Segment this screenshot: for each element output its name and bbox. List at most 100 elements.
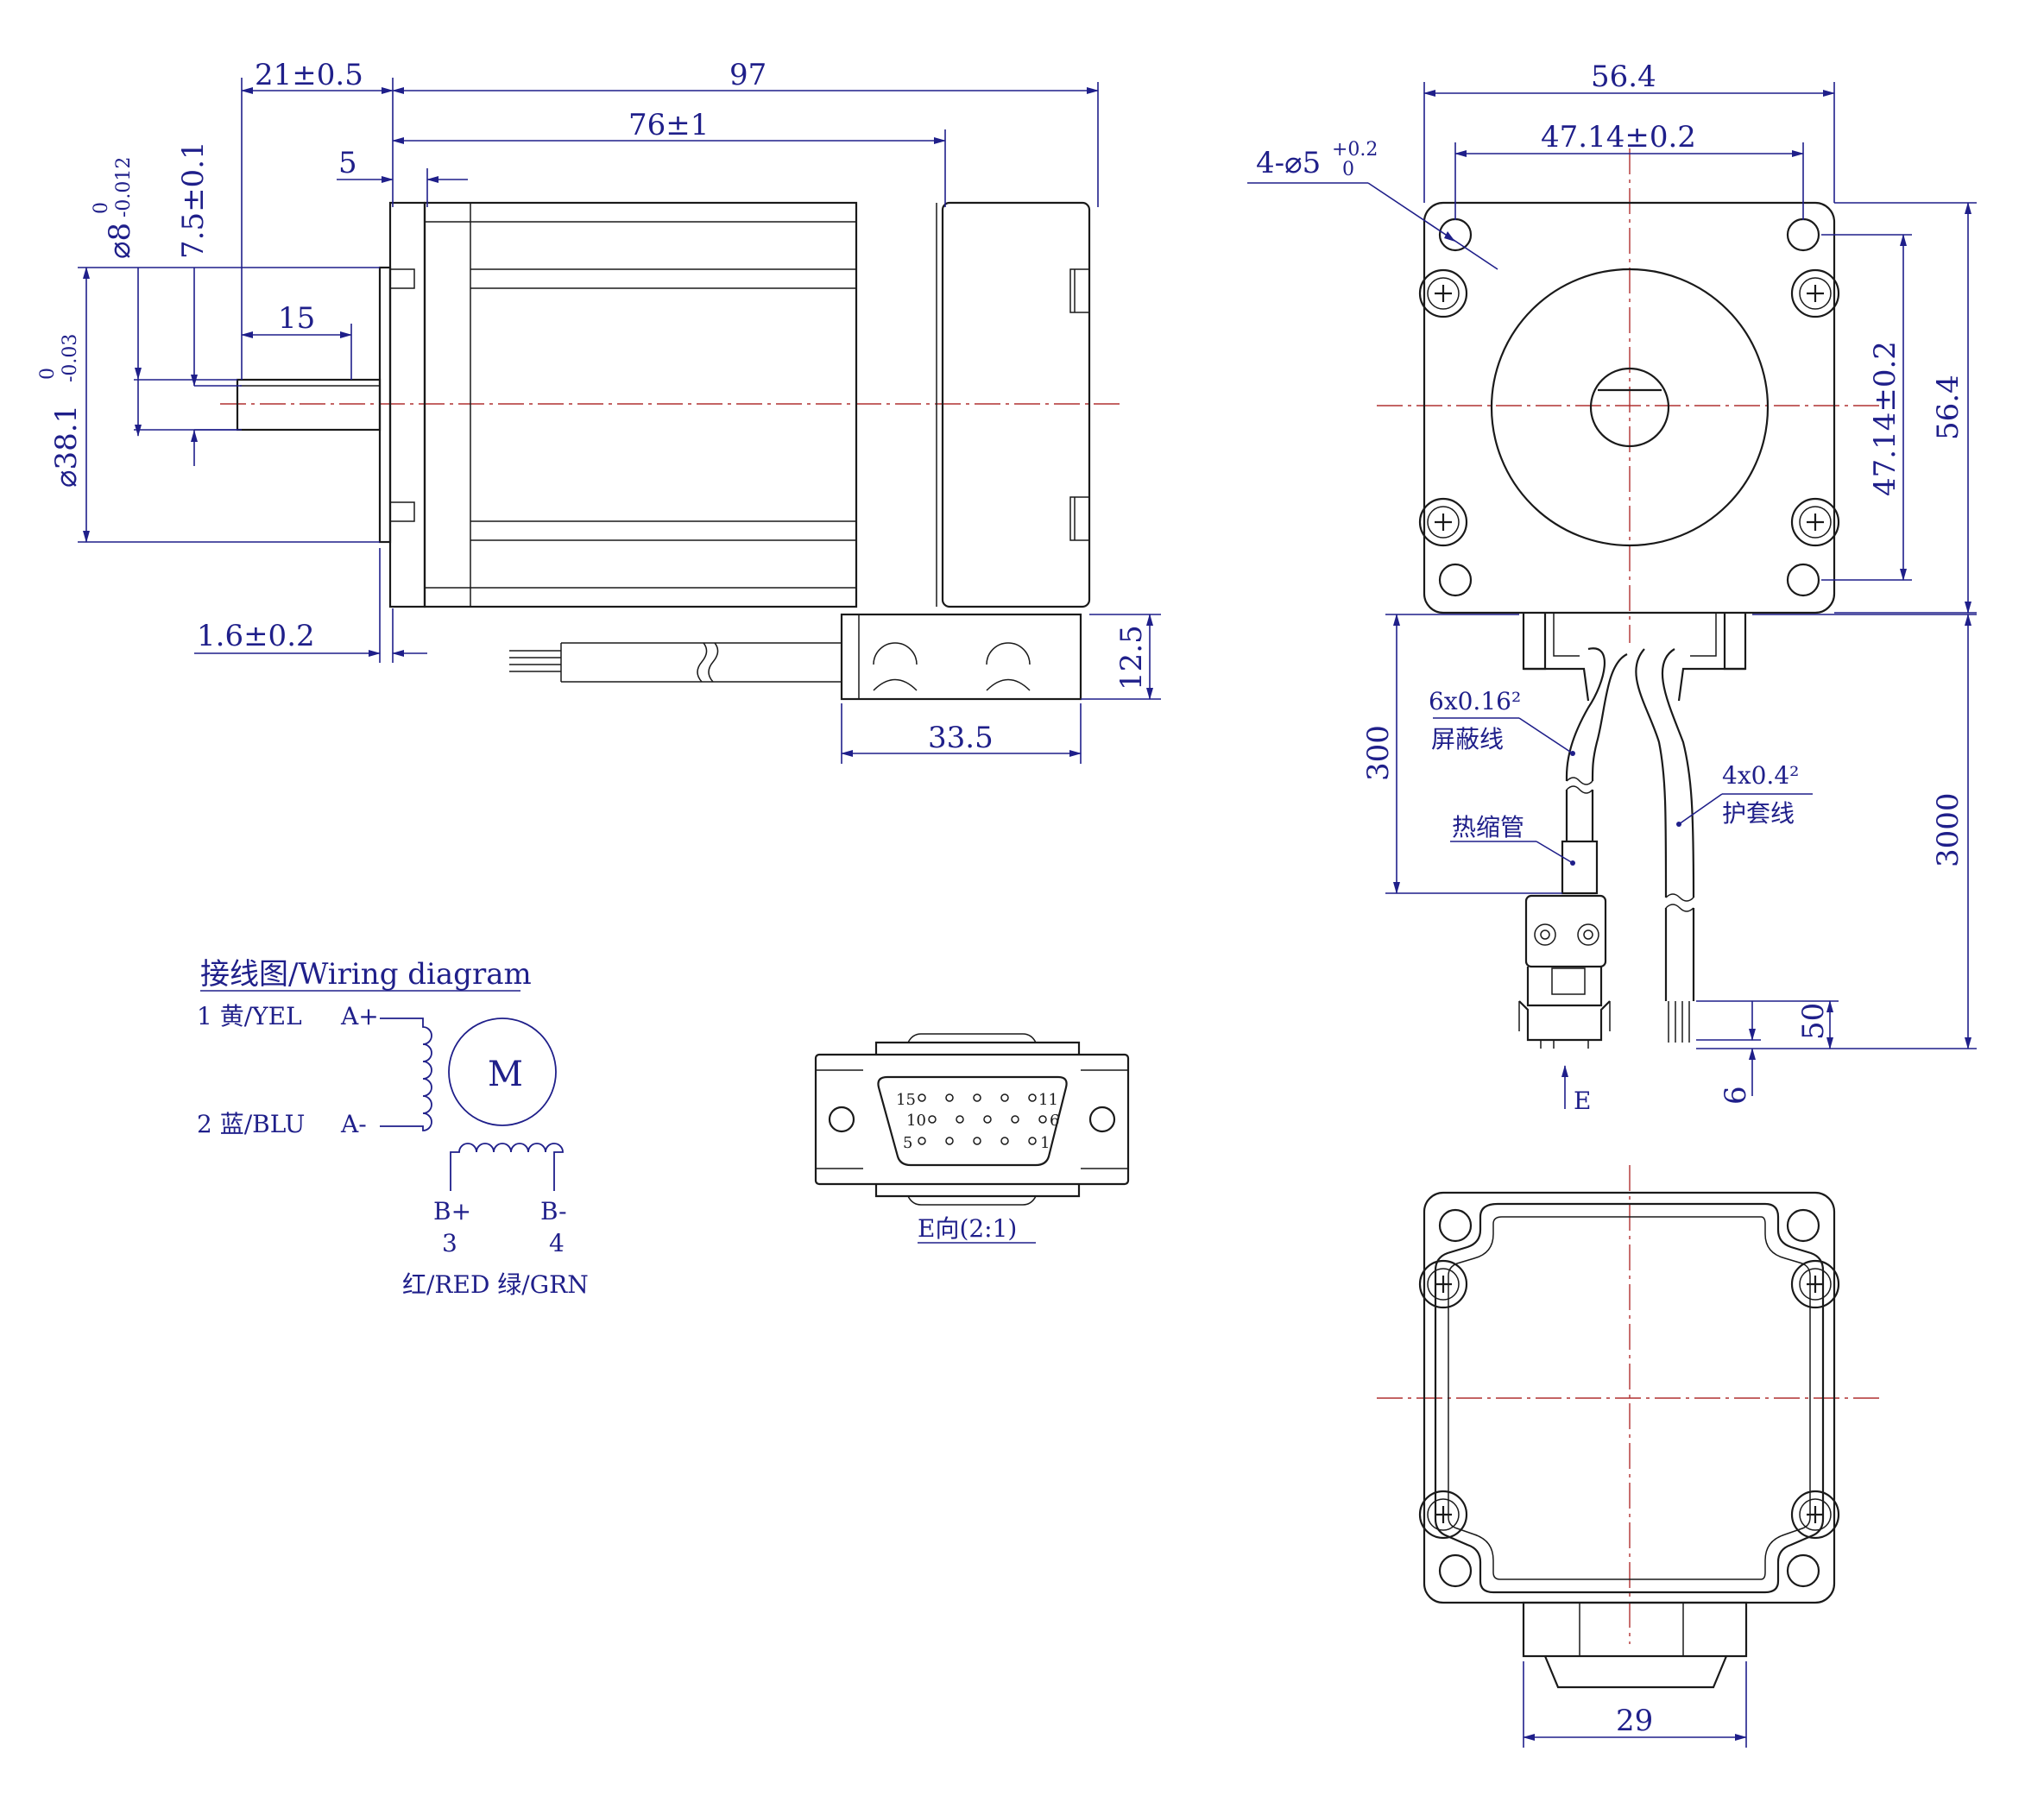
motor-shaft bbox=[236, 378, 382, 432]
dim-hole-spacing-v: 47.14±0.2 bbox=[1868, 341, 1902, 496]
dim-flange-thickness: 1.6±0.2 bbox=[197, 619, 315, 653]
dim-connector-width: 33.5 bbox=[928, 721, 994, 755]
wiring-pin1: 1 黄/YEL bbox=[197, 1002, 302, 1030]
cable-sheathed bbox=[1635, 648, 1695, 1043]
dim-shaft-tol-upper: 0 bbox=[91, 202, 112, 214]
dim-pilot-tol-upper: 0 bbox=[37, 368, 59, 380]
cable2-name: 护套线 bbox=[1722, 799, 1795, 828]
dsub-plug-side bbox=[1518, 894, 1611, 1049]
dsub-screw-hole bbox=[828, 1106, 855, 1133]
rear-connector bbox=[1522, 1601, 1748, 1689]
mounting-hole bbox=[1438, 217, 1473, 252]
rear-view: 29 bbox=[1377, 1165, 1882, 1748]
dim-cable2-length: 3000 bbox=[1931, 792, 1965, 867]
sleeve-label: 热缩管 bbox=[1452, 813, 1524, 841]
shaft-end bbox=[1589, 367, 1670, 448]
coil-a bbox=[380, 1018, 432, 1131]
dsub-shell bbox=[877, 1075, 1068, 1167]
wiring-pin2-phase: A- bbox=[340, 1110, 367, 1138]
screw-icon bbox=[1418, 1259, 1468, 1309]
dim-pilot-tol-lower: -0.03 bbox=[60, 334, 81, 382]
dim-total-length: 97 bbox=[729, 58, 766, 92]
dsub-flange bbox=[814, 1053, 1130, 1186]
wiring-title: 接线图/Wiring diagram bbox=[200, 957, 532, 992]
screw-icon bbox=[1418, 1490, 1468, 1540]
mounting-hole bbox=[1438, 1553, 1473, 1588]
wiring-pin2: 2 蓝/BLU bbox=[197, 1110, 305, 1138]
pin-10-label: 10 bbox=[906, 1112, 926, 1130]
coil-b bbox=[450, 1143, 564, 1191]
dim-body-length: 76±1 bbox=[628, 108, 709, 142]
front-view: 56.4 47.14±0.2 4-⌀5 +0.2 0 47.14±0.2 56.… bbox=[1247, 60, 1977, 1115]
rear-cover bbox=[941, 201, 1091, 608]
screw-icon bbox=[1790, 497, 1840, 547]
mounting-hole bbox=[1786, 1208, 1820, 1243]
wiring-diagram: 接线图/Wiring diagram 1 黄/YEL A+ 2 蓝/BLU A-… bbox=[197, 957, 589, 1299]
wiring-colors-b: 红/RED 绿/GRN bbox=[402, 1270, 589, 1299]
dim-cable1-length: 300 bbox=[1361, 725, 1396, 781]
wiring-pin3: 3 bbox=[442, 1229, 457, 1257]
pilot-boss bbox=[378, 266, 392, 544]
cable1-spec: 6x0.16² bbox=[1429, 687, 1521, 715]
front-flange bbox=[388, 201, 426, 608]
cable2-spec: 4x0.4² bbox=[1722, 761, 1799, 790]
dim-shaft-tol-lower: -0.012 bbox=[113, 157, 135, 217]
front-flange-square bbox=[1423, 201, 1836, 614]
pin-15-label: 15 bbox=[896, 1091, 916, 1109]
wiring-b-plus: B+ bbox=[433, 1197, 471, 1225]
dim-rear-connector-width: 29 bbox=[1616, 1704, 1653, 1738]
dsub-pins bbox=[918, 1093, 1047, 1145]
mounting-hole bbox=[1438, 563, 1473, 597]
dim-flat-length: 15 bbox=[278, 301, 315, 336]
side-connector-housing bbox=[840, 613, 1082, 701]
pilot-boss-circle bbox=[1490, 268, 1770, 547]
dim-width-top: 56.4 bbox=[1591, 60, 1656, 94]
dim-connector-height: 12.5 bbox=[1114, 625, 1149, 690]
mounting-hole bbox=[1786, 1553, 1820, 1588]
dim-holes-tol-lower: 0 bbox=[1342, 159, 1354, 180]
mounting-hole bbox=[1786, 217, 1820, 252]
dim-holes-tol-upper: +0.2 bbox=[1332, 139, 1378, 161]
front-view-dimensions: 56.4 47.14±0.2 4-⌀5 +0.2 0 47.14±0.2 56.… bbox=[1247, 60, 1977, 1115]
motor-body bbox=[423, 201, 858, 608]
wiring-b-minus: B- bbox=[540, 1197, 567, 1225]
dim-flat-diameter: 7.5±0.1 bbox=[176, 141, 211, 259]
heat-shrink-sleeve bbox=[1561, 840, 1599, 895]
wiring-pin1-phase: A+ bbox=[340, 1002, 379, 1030]
motor-symbol bbox=[448, 1018, 557, 1126]
screw-icon bbox=[1418, 268, 1468, 318]
pin-6-label: 6 bbox=[1050, 1112, 1059, 1130]
connector-e-view: 15 11 10 6 5 1 E向(2:1) bbox=[814, 1033, 1130, 1244]
rear-cover-outline bbox=[1434, 1202, 1825, 1594]
screw-icon bbox=[1418, 497, 1468, 547]
dim-flange-offset: 21±0.5 bbox=[255, 58, 363, 92]
dim-height-right: 56.4 bbox=[1931, 375, 1965, 440]
front-connector-base bbox=[1522, 613, 1747, 702]
dim-holes: 4-⌀5 bbox=[1256, 146, 1321, 180]
dim-strip-end: 6 bbox=[1719, 1086, 1753, 1105]
dim-pilot-diameter: ⌀38.1 bbox=[49, 405, 84, 488]
mounting-hole bbox=[1786, 563, 1820, 597]
screw-icon bbox=[1790, 1490, 1840, 1540]
side-view: 21±0.5 97 76±1 5 15 7.5±0.1 bbox=[37, 58, 1161, 764]
mounting-hole bbox=[1438, 1208, 1473, 1243]
cable1-name: 屏蔽线 bbox=[1431, 725, 1504, 753]
motor-label: M bbox=[488, 1055, 523, 1094]
dim-hole-spacing-h: 47.14±0.2 bbox=[1541, 120, 1696, 154]
cable-shielded bbox=[1561, 647, 1628, 895]
connector-view-caption: E向(2:1) bbox=[918, 1214, 1017, 1243]
screw-icon bbox=[1790, 268, 1840, 318]
dim-pilot-depth: 5 bbox=[338, 146, 357, 180]
pin-11-label: 11 bbox=[1038, 1091, 1058, 1109]
side-view-dimensions: 21±0.5 97 76±1 5 15 7.5±0.1 bbox=[37, 58, 1161, 764]
pin-5-label: 5 bbox=[903, 1134, 912, 1152]
dim-strip-length: 50 bbox=[1796, 1003, 1831, 1040]
side-cable bbox=[509, 642, 842, 683]
dim-shaft-diameter: ⌀8 bbox=[103, 223, 137, 259]
dsub-screw-hole bbox=[1088, 1106, 1116, 1133]
pin-1-label: 1 bbox=[1040, 1134, 1050, 1152]
wiring-pin4: 4 bbox=[549, 1229, 565, 1257]
view-marker-e: E bbox=[1574, 1087, 1591, 1115]
screw-icon bbox=[1790, 1259, 1840, 1309]
